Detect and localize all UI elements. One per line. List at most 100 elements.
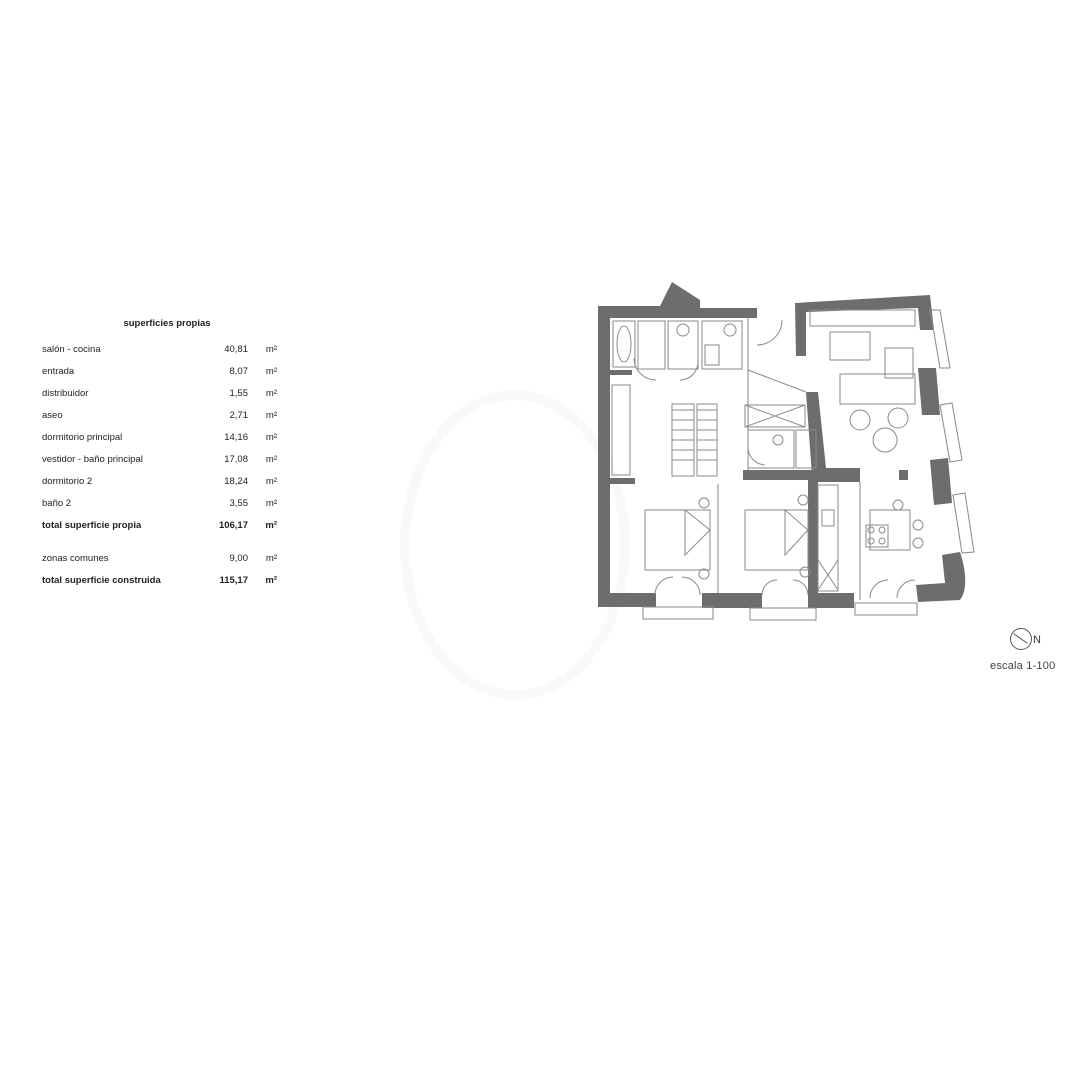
balcony-bottom-1 (642, 606, 714, 620)
balcony-right-2 (939, 402, 963, 463)
row-name: zonas comunes (42, 553, 109, 564)
door-arc (654, 576, 674, 596)
sofa (839, 373, 916, 405)
wall-interior-1 (806, 392, 860, 593)
row-name: dormitorio 2 (42, 476, 93, 487)
row-unit: m² (265, 344, 277, 355)
nightstand-1 (698, 497, 710, 509)
scale-label: escala 1-100 (990, 660, 1056, 672)
side-table (872, 427, 898, 453)
table-row: entrada 8,07 m² (42, 361, 282, 383)
nightstand-2 (698, 568, 710, 580)
dining-chair-3 (912, 537, 924, 549)
wall-pillar-2 (930, 458, 952, 505)
table-row: aseo 2,71 m² (42, 405, 282, 427)
row-unit: m² (265, 432, 277, 443)
row-value: 40,81 (224, 344, 248, 355)
balcony-bottom-3 (854, 602, 918, 616)
row-value: 3,55 (229, 498, 249, 509)
kitchen-counter (817, 484, 839, 592)
row-name: vestidor - baño principal (42, 454, 143, 465)
column (899, 470, 908, 480)
wall-bottom-2 (702, 593, 762, 608)
table-row: distribuidor 1,55 m² (42, 383, 282, 405)
balcony-bottom-2 (749, 607, 817, 621)
balcony-right-1 (929, 309, 951, 369)
shower (704, 344, 720, 366)
bed-1 (644, 509, 711, 571)
row-value: 2,71 (229, 410, 249, 421)
armchair-1 (849, 409, 871, 431)
wall-corridor (743, 470, 818, 480)
bath-cubicle-3 (701, 320, 743, 370)
door-arc (633, 357, 657, 381)
door-arc (896, 579, 916, 599)
row-name: total superficie construida (42, 575, 161, 586)
row-unit: m² (265, 388, 277, 399)
row-name: distribuidor (42, 388, 89, 399)
dining-chair-1 (892, 499, 904, 511)
row-name: total superficie propia (42, 520, 142, 531)
floor-plan (598, 282, 975, 621)
walls (598, 282, 966, 608)
area-table: superficies propias salón - cocina 40,81… (42, 318, 282, 592)
door-arc (747, 447, 766, 466)
row-value: 9,00 (229, 553, 249, 564)
row-value: 106,17 (218, 520, 248, 531)
table-row: vestidor - baño principal 17,08 m² (42, 449, 282, 471)
door-arc (756, 319, 783, 346)
north-label: N (1033, 634, 1041, 646)
vanity (611, 384, 631, 476)
aseo-shower (795, 429, 817, 469)
bathtub-basin (616, 325, 632, 363)
row-value: 14,16 (224, 432, 248, 443)
row-name: aseo (42, 410, 63, 421)
row-unit: m² (265, 575, 277, 586)
door-arc (869, 579, 889, 599)
row-name: salón - cocina (42, 344, 101, 355)
dining-table (869, 509, 911, 551)
table-row: salón - cocina 40,81 m² (42, 339, 282, 361)
table-title: superficies propias (123, 318, 211, 329)
wall-bath-right (610, 478, 635, 484)
table-row: dormitorio 2 18,24 m² (42, 471, 282, 493)
row-unit: m² (265, 366, 277, 377)
row-value: 8,07 (229, 366, 249, 377)
door-arc (681, 576, 701, 596)
toilet-2 (723, 323, 737, 337)
armchair-2 (887, 407, 909, 429)
row-value: 17,08 (224, 454, 248, 465)
row-unit: m² (265, 410, 277, 421)
wall-bath-left (610, 370, 632, 375)
bath-cubicle-2 (667, 320, 699, 370)
nightstand-3 (797, 494, 809, 506)
compass: N (1010, 628, 1054, 650)
bath-cubicle-1 (637, 320, 666, 370)
row-unit: m² (265, 476, 277, 487)
table-row: baño 2 3,55 m² (42, 493, 282, 515)
bed-2 (744, 509, 809, 571)
door-arc (792, 579, 809, 596)
spacer (42, 537, 282, 548)
aseo-toilet (772, 434, 784, 446)
row-value: 1,55 (229, 388, 249, 399)
total-construida-row: total superficie construida 115,17 m² (42, 570, 282, 592)
compass-circle-icon (1010, 628, 1032, 650)
door-arc (761, 579, 778, 596)
cooktop (865, 524, 889, 548)
row-name: entrada (42, 366, 75, 377)
coffee-table (829, 331, 871, 361)
wall-corner (916, 552, 966, 602)
row-unit: m² (265, 520, 277, 531)
row-unit: m² (265, 498, 277, 509)
row-value: 18,24 (224, 476, 248, 487)
total-propia-row: total superficie propia 106,17 m² (42, 515, 282, 537)
door-arc (679, 361, 699, 381)
aseo-box (747, 429, 795, 469)
fixtures (611, 309, 975, 621)
nightstand-4 (799, 566, 811, 578)
storage (744, 404, 806, 428)
dining-chair-2 (912, 519, 924, 531)
row-value: 115,17 (219, 575, 248, 586)
sink (821, 509, 835, 527)
